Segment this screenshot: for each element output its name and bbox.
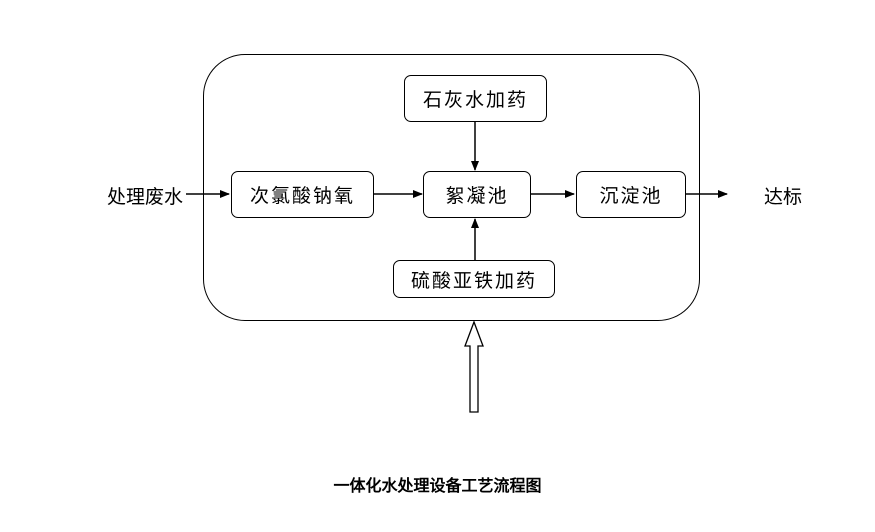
diagram-caption: 一体化水处理设备工艺流程图: [333, 476, 542, 495]
node-sedimentation-tank: 沉淀池: [576, 171, 686, 218]
hollow-up-arrow: [464, 320, 484, 413]
node-ferrous-sulfate-dosing: 硫酸亚铁加药: [393, 260, 555, 298]
integrated-equipment-frame: [203, 54, 700, 321]
output-label: 达标: [764, 186, 803, 208]
node-hypochlorite-oxidation: 次氯酸钠氧: [231, 171, 374, 218]
node-lime-dosing: 石灰水加药: [404, 75, 547, 122]
input-label: 处理废水: [107, 186, 184, 208]
node-flocculation-tank: 絮凝池: [423, 171, 531, 218]
